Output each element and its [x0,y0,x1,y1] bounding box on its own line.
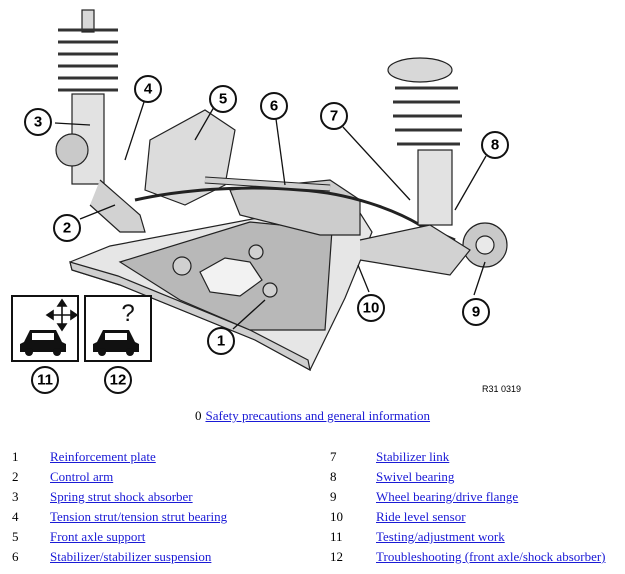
legend-link-troubleshooting[interactable]: Troubleshooting (front axle/shock absorb… [376,549,606,564]
callout-5 [209,85,237,113]
safety-precautions-link[interactable]: Safety precautions and general informati… [205,408,431,423]
callout-4 [134,75,162,103]
legend-link-testing-adjustment[interactable]: Testing/adjustment work [376,529,505,544]
legend-link-ride-level-sensor[interactable]: Ride level sensor [376,509,466,524]
legend-link-swivel-bearing[interactable]: Swivel bearing [376,469,455,484]
legend-link-wheel-bearing[interactable]: Wheel bearing/drive flange [376,489,519,504]
callout-6-label: 6 [270,98,278,115]
callout-3 [24,108,52,136]
callout-9 [462,298,490,326]
callout-11-label: 11 [37,372,53,389]
right-strut-illustration [359,57,508,276]
legend-link-reinforcement-plate[interactable]: Reinforcement plate [50,449,156,464]
adjustment-car-icon[interactable] [11,295,79,362]
callout-12-label: 12 [110,372,127,389]
callout-7 [320,102,348,130]
reference-number: 0 [194,408,202,423]
callout-3-label: 3 [34,114,42,131]
callout-10 [357,294,385,322]
figure-reference-code: R31 0319 [482,384,522,394]
callout-8-label: 8 [491,137,499,154]
legend-link-stabilizer[interactable]: Stabilizer/stabilizer suspension [50,549,212,564]
callout-1 [207,327,235,355]
callout-1-label: 1 [217,333,225,350]
legend-link-front-axle-support[interactable]: Front axle support [50,529,146,544]
legend-link-tension-strut[interactable]: Tension strut/tension strut bearing [50,509,228,524]
callout-2-label: 2 [63,220,71,237]
callout-4-label: 4 [144,81,153,98]
callout-2 [53,214,81,242]
callout-10-label: 10 [363,300,380,317]
callout-7-label: 7 [330,108,338,125]
callout-12[interactable] [104,366,132,394]
callout-5-label: 5 [219,91,227,108]
callout-9-label: 9 [472,304,480,321]
legend-link-stabilizer-link[interactable]: Stabilizer link [376,449,450,464]
left-strut-illustration [55,9,146,233]
axle-frame-illustration [69,204,373,372]
question-mark-icon: ? [121,300,134,327]
callout-8 [481,131,509,159]
legend-link-spring-strut[interactable]: Spring strut shock absorber [50,489,193,504]
legend-link-control-arm[interactable]: Control arm [50,469,114,484]
callout-11[interactable] [31,366,59,394]
callout-6 [260,92,288,120]
front-axle-diagram: 3 4 5 6 7 8 2 10 9 1 11 12 ? [11,9,509,394]
troubleshooting-car-icon[interactable]: ? [84,295,152,362]
